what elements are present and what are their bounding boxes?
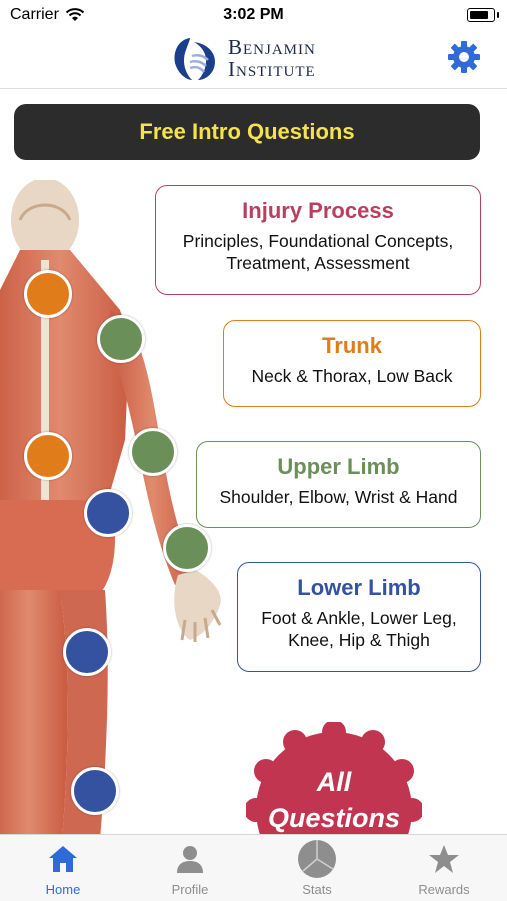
- logo-line1: Benjamin: [228, 35, 316, 59]
- logo-wordmark: Benjamin Institute: [228, 36, 316, 80]
- tab-stats[interactable]: Stats: [254, 835, 380, 901]
- category-lower-limb[interactable]: Lower Limb Foot & Ankle, Lower Leg, Knee…: [237, 562, 481, 672]
- stats-icon: [298, 840, 336, 878]
- category-title: Trunk: [322, 333, 382, 358]
- tab-label: Stats: [302, 882, 332, 897]
- gear-icon[interactable]: [447, 40, 481, 74]
- logo: Benjamin Institute: [170, 34, 316, 82]
- battery-icon: [467, 8, 499, 22]
- tab-rewards[interactable]: Rewards: [381, 835, 507, 901]
- nav-header: Benjamin Institute: [0, 30, 507, 89]
- category-subtitle: Neck & Thorax, Low Back: [251, 366, 453, 386]
- category-title: Injury Process: [242, 198, 394, 223]
- logo-mark-icon: [174, 38, 216, 80]
- tab-bar: Home Profile Stats Rewards: [0, 834, 507, 901]
- status-bar: Carrier 3:02 PM: [0, 0, 507, 30]
- category-title: Lower Limb: [297, 575, 421, 600]
- category-injury-process[interactable]: Injury Process Principles, Foundational …: [155, 185, 481, 295]
- all-questions-line1: All: [316, 767, 352, 797]
- all-questions-label: All Questions: [246, 764, 422, 836]
- hotspot-ankle[interactable]: [71, 767, 119, 815]
- star-icon: [429, 845, 459, 873]
- hotspot-knee[interactable]: [63, 628, 111, 676]
- tab-label: Rewards: [418, 882, 470, 897]
- tab-profile[interactable]: Profile: [127, 835, 253, 901]
- category-trunk[interactable]: Trunk Neck & Thorax, Low Back: [223, 320, 481, 407]
- category-upper-limb[interactable]: Upper Limb Shoulder, Elbow, Wrist & Hand: [196, 441, 481, 528]
- all-questions-line2: Questions: [267, 803, 401, 833]
- hotspot-shoulder[interactable]: [97, 315, 145, 363]
- hotspot-neck[interactable]: [24, 270, 72, 318]
- carrier-info: Carrier: [10, 6, 85, 24]
- logo-line2: Institute: [228, 57, 316, 81]
- carrier-label: Carrier: [10, 6, 59, 23]
- category-subtitle: Principles, Foundational Concepts, Treat…: [182, 231, 454, 273]
- hotspot-elbow[interactable]: [129, 428, 177, 476]
- wifi-icon: [65, 8, 85, 21]
- category-subtitle: Foot & Ankle, Lower Leg, Knee, Hip & Thi…: [261, 608, 457, 650]
- category-subtitle: Shoulder, Elbow, Wrist & Hand: [219, 487, 458, 507]
- tab-label: Home: [45, 882, 81, 897]
- profile-icon: [177, 846, 203, 873]
- hotspot-wrist[interactable]: [163, 524, 211, 572]
- tab-home[interactable]: Home: [0, 835, 126, 901]
- free-intro-button[interactable]: Free Intro Questions: [14, 104, 480, 160]
- hotspot-low-back[interactable]: [24, 432, 72, 480]
- hotspot-hip[interactable]: [84, 489, 132, 537]
- home-icon: [49, 846, 77, 872]
- status-time: 3:02 PM: [223, 6, 284, 23]
- category-title: Upper Limb: [277, 454, 400, 479]
- tab-label: Profile: [171, 882, 209, 897]
